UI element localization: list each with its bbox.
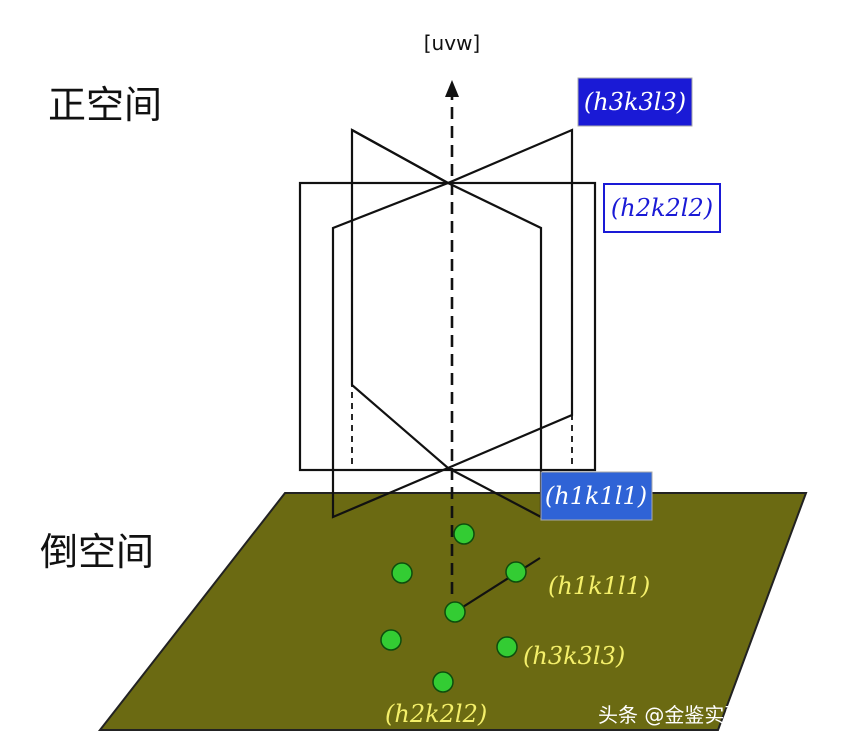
plane-label-h2k2l2: (h2k2l2) — [603, 183, 721, 233]
plane-label-box — [540, 471, 653, 521]
plane-h1k1l1-outline — [331, 181, 543, 519]
lattice-point — [432, 671, 454, 693]
lattice-point — [380, 629, 402, 651]
uvw-axis-arrowhead — [445, 80, 459, 97]
plane-h3k3l3-outline — [350, 128, 574, 470]
point-label-h3k3l3: (h3k3l3) — [523, 642, 625, 670]
lattice-point-origin — [444, 601, 466, 623]
plane-label-h3k3l3: (h3k3l3) — [577, 77, 693, 127]
point-label-h2k2l2: (h2k2l2) — [385, 700, 487, 728]
plane-h2k2l2-outline — [298, 181, 597, 472]
plane-label-box — [577, 77, 693, 127]
reciprocal-space-label: 倒空间 — [40, 530, 154, 574]
plane-label-text: (h2k2l2) — [611, 194, 713, 222]
reciprocal-lattice-points — [380, 523, 527, 693]
axis-label: [uvw] — [424, 31, 480, 55]
lattice-point — [505, 561, 527, 583]
hidden-edges — [300, 183, 595, 471]
plane-label-text: (h1k1l1) — [545, 482, 647, 510]
plane-label-text: (h3k3l3) — [584, 88, 686, 116]
lattice-point — [453, 523, 475, 545]
lattice-point — [391, 562, 413, 584]
lattice-point — [496, 636, 518, 658]
real-space-label: 正空间 — [48, 83, 162, 127]
point-label-h1k1l1: (h1k1l1) — [548, 572, 650, 600]
watermark: 头条 @金鉴实验室李工 — [598, 703, 804, 727]
plane-label-box — [603, 183, 721, 233]
point-connector — [454, 557, 541, 613]
plane-label-h1k1l1: (h1k1l1) — [540, 471, 653, 521]
